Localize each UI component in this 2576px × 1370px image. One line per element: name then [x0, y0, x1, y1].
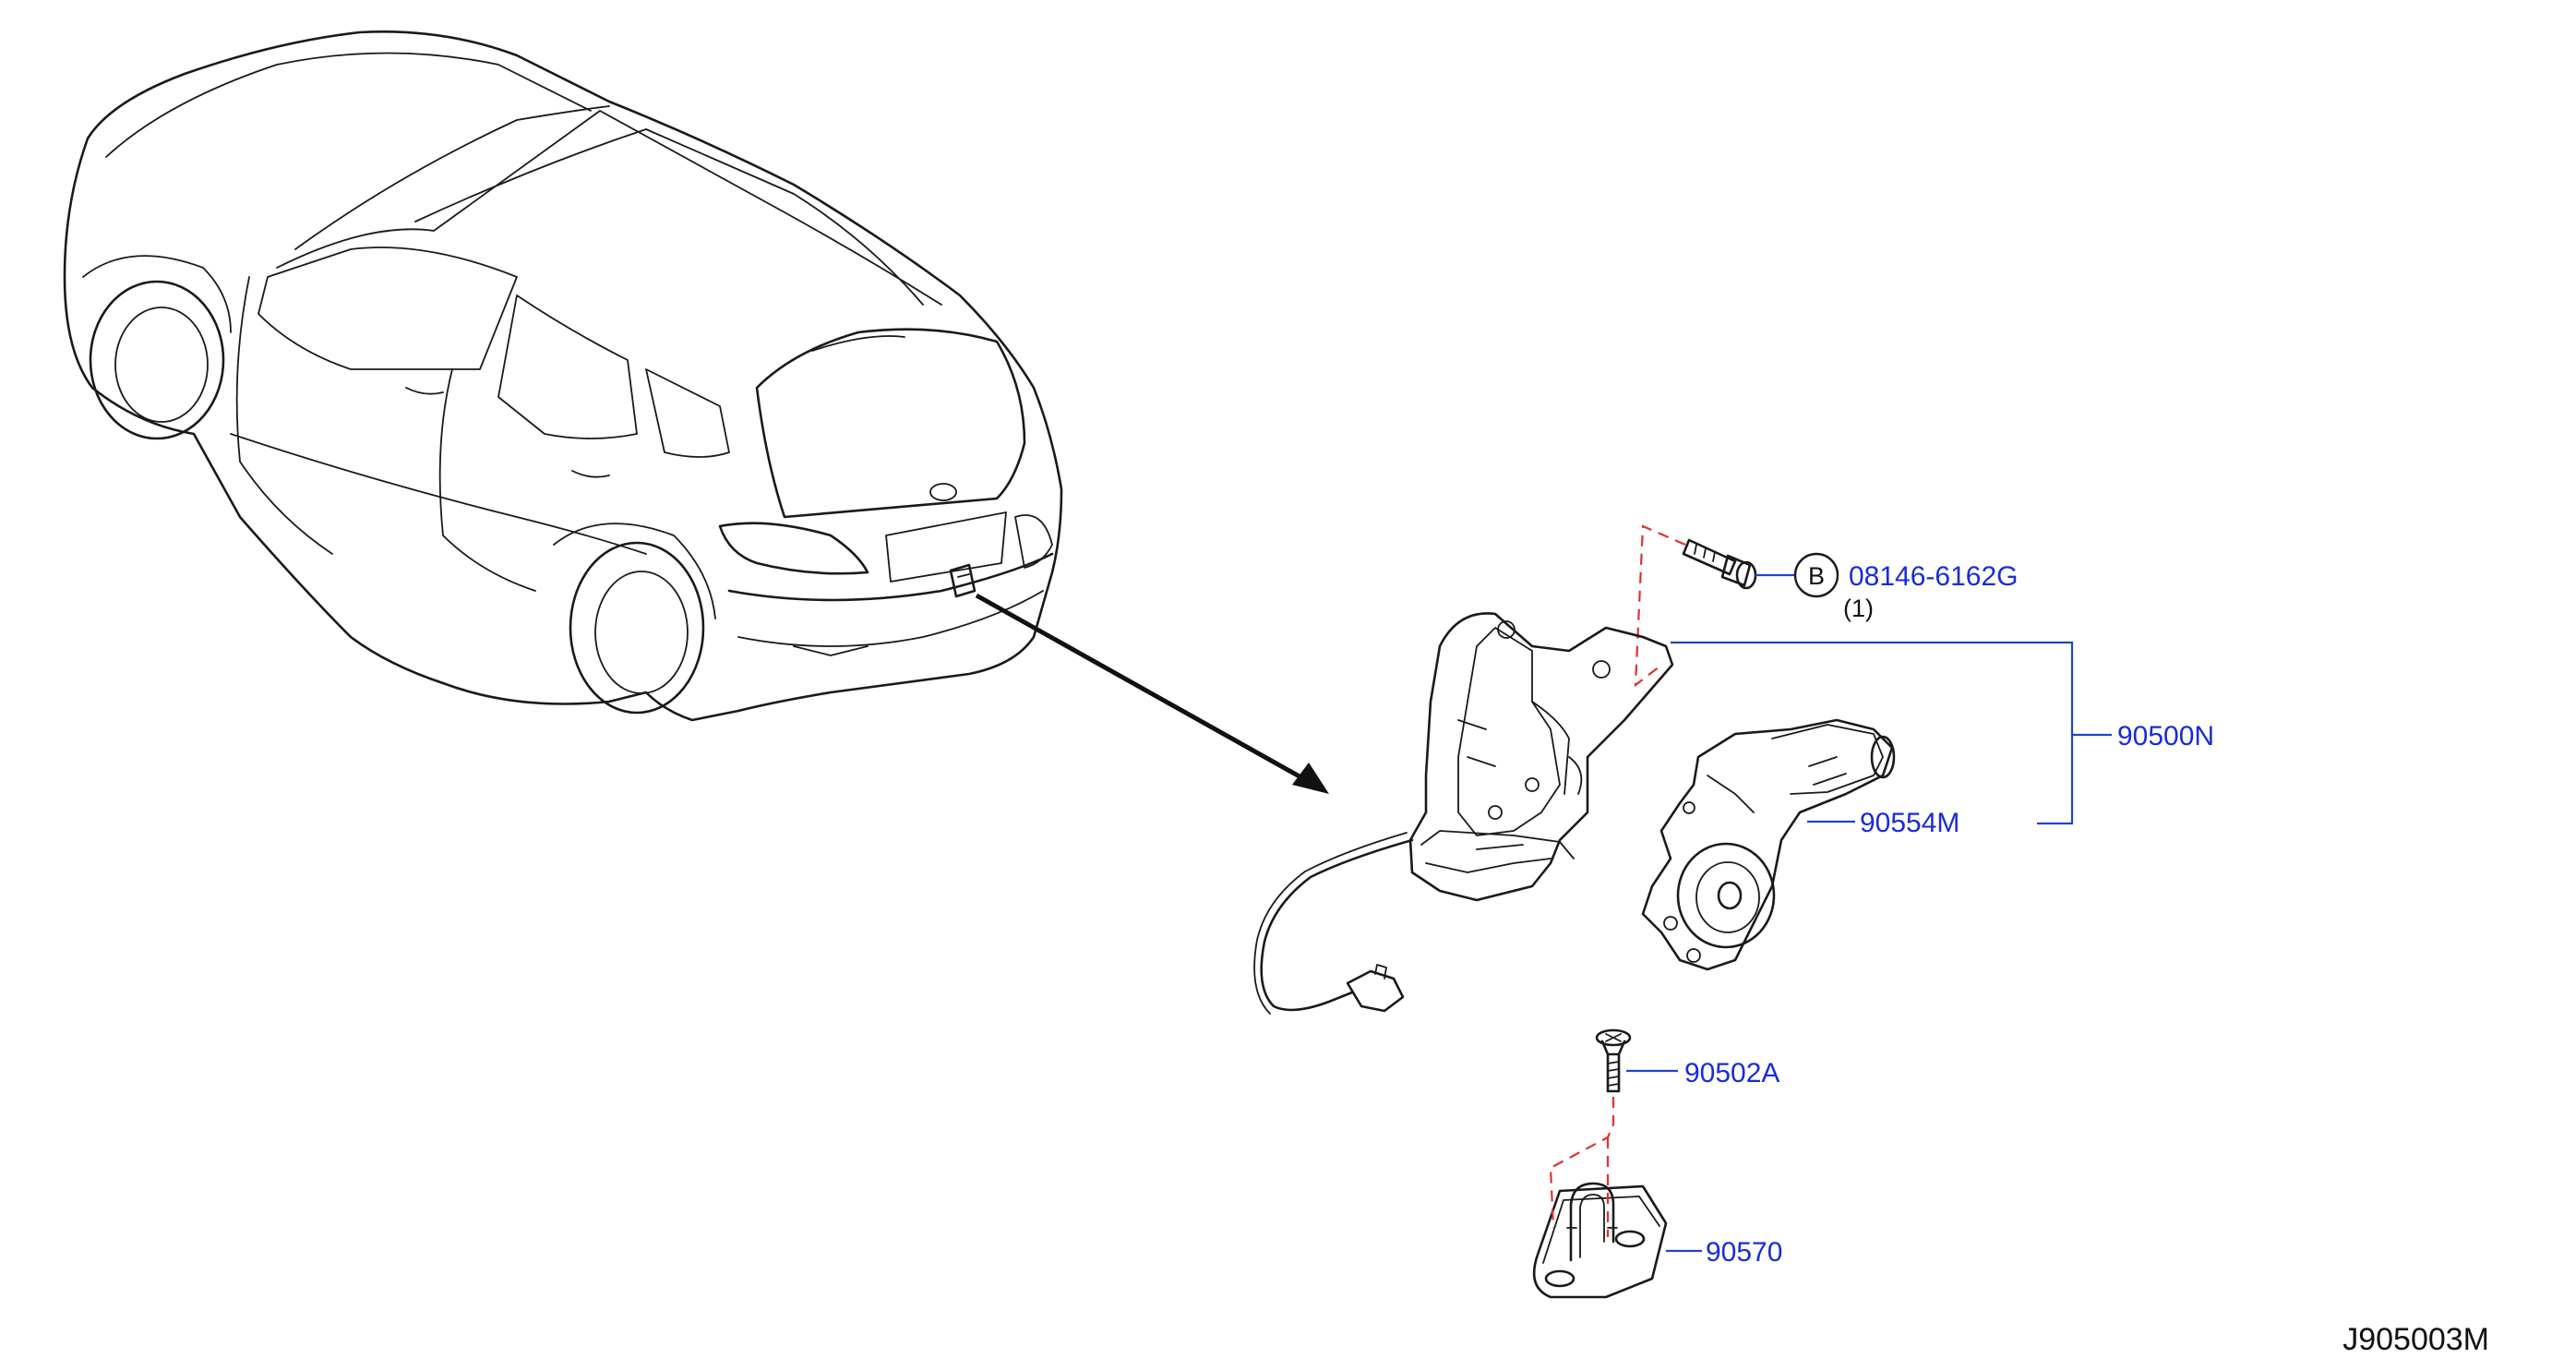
motor-part-number: 90554M [1860, 808, 1959, 838]
bolt-part-number: 08146-6162G [1849, 561, 2019, 592]
vehicle-illustration [63, 30, 1063, 722]
location-arrow [975, 593, 1329, 794]
latch-assembly-part-number: 90500N [2117, 721, 2214, 751]
bolt-dash-line [1634, 524, 1686, 688]
bolt-quantity: (1) [1843, 595, 1874, 622]
bolt-symbol: B [1808, 562, 1825, 590]
latch-assembly-part [1253, 612, 1674, 1015]
assembly-bracket [1626, 641, 2112, 1253]
screw-part-number: 90502A [1684, 1058, 1779, 1088]
bolt-symbol-circle [1793, 552, 1839, 598]
striker-part-number: 90570 [1706, 1237, 1782, 1268]
bolt-part [1682, 538, 1757, 590]
screw-part [1595, 1028, 1632, 1093]
diagram-reference: J905003M [2342, 1322, 2489, 1357]
motor-part [1641, 718, 1896, 971]
striker-part [1532, 1182, 1668, 1299]
